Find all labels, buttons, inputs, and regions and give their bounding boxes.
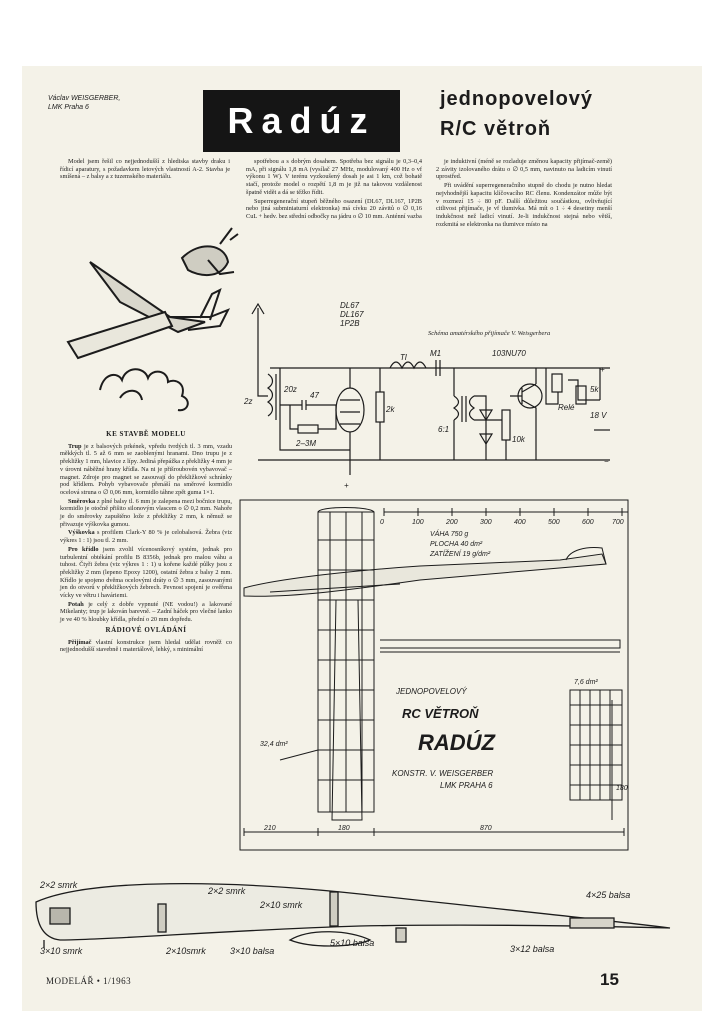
intro-paragraph: Model jsem řešil co nejjednodušší z hled… xyxy=(60,158,230,181)
svg-text:DL67: DL67 xyxy=(340,301,360,310)
smerovka-text: z plné balsy tl. 6 mm je zalepena mezi b… xyxy=(60,497,233,528)
trup-label: Trup xyxy=(68,442,82,450)
column2-paragraph-1: spotřebou a s dobrým dosahem. Spotřeba b… xyxy=(246,158,422,196)
svg-text:+: + xyxy=(600,365,605,374)
svg-text:Relé: Relé xyxy=(558,403,575,412)
trup-text: je z balsových prkének, vpředu tvrdých t… xyxy=(60,442,232,496)
svg-text:20z: 20z xyxy=(283,385,297,394)
scale-700: 700 xyxy=(612,519,624,526)
article-subtitle-line2: R/C větroň xyxy=(440,118,552,140)
svg-text:6:1: 6:1 xyxy=(438,425,449,434)
potah-text: je celý z dobře vypnuté (NE vodou!) a la… xyxy=(60,600,233,624)
dim-wing-area: 32,4 dm² xyxy=(260,741,288,748)
scale-100: 100 xyxy=(412,519,424,526)
schematic-caption: Schéma amatérského přijímače V. Weisgerb… xyxy=(428,330,551,337)
wing-label-7: 3×10 balsa xyxy=(230,946,274,956)
article-intro: Model jsem řešil co nejjednodušší z hled… xyxy=(60,158,230,182)
plan-title-2: RC VĚTROŇ xyxy=(402,706,479,721)
svg-text:2–3M: 2–3M xyxy=(295,439,316,448)
heading-stavba: KE STAVBĚ MODELU xyxy=(106,430,186,438)
spec-loading: ZATÍŽENÍ 19 g/dm² xyxy=(429,549,491,558)
svg-text:+: + xyxy=(344,481,349,490)
author-club: LMK Praha 6 xyxy=(48,104,89,111)
svg-text:DL167: DL167 xyxy=(340,310,364,319)
footer-magazine: MODELÁŘ • 1/1963 xyxy=(46,976,132,986)
plan-title-1: JEDNOPOVELOVÝ xyxy=(395,687,467,696)
article-title: Radúz xyxy=(203,90,400,152)
wing-label-5: 3×10 smrk xyxy=(40,946,83,956)
article-column-2: spotřebou a s dobrým dosahem. Spotřeba b… xyxy=(246,158,422,222)
plan-title-3: RADÚZ xyxy=(418,730,497,755)
svg-text:10k: 10k xyxy=(512,435,526,444)
dim-stab-span: 180 xyxy=(616,785,628,792)
smerovka-label: Směrovka xyxy=(68,497,96,505)
dim-210: 210 xyxy=(263,825,276,832)
wing-label-2: 2×2 smrk xyxy=(207,886,246,896)
prijimac-label: Přijímač xyxy=(68,638,92,646)
article-column-3: je induktivní (méně se rozladuje změnou … xyxy=(436,158,612,229)
article-subtitle-line1: jednopovelový xyxy=(440,88,594,110)
footer-page-number: 15 xyxy=(600,970,619,989)
svg-text:2z: 2z xyxy=(243,397,252,406)
column3-paragraph-2: Při uvádění superregeneračního stupně do… xyxy=(436,182,612,228)
wing-label-6: 2×10smrk xyxy=(165,946,206,956)
wing-label-3: 2×10 smrk xyxy=(259,900,303,910)
column3-paragraph-1: je induktivní (méně se rozladuje změnou … xyxy=(436,158,612,181)
column2-paragraph-2: Superregenerační stupeň běžného osazení … xyxy=(246,197,422,220)
wing-label-9: 3×12 balsa xyxy=(510,944,554,954)
prijimac-text: vlastní konstrukce jsem hledal udělat ro… xyxy=(60,638,232,654)
kridlo-text: jsem zvolil vícenosníkový systém, jednak… xyxy=(60,545,233,600)
dim-870: 870 xyxy=(480,825,492,832)
svg-text:1P2B: 1P2B xyxy=(340,319,360,328)
svg-text:Tl: Tl xyxy=(400,353,407,362)
glider-sketch xyxy=(66,227,239,412)
spec-weight: VÁHA 750 g xyxy=(430,529,468,538)
dim-180: 180 xyxy=(338,825,350,832)
author-name: Václav WEISGERBER, xyxy=(48,95,121,102)
receiver-schematic: DL67 DL167 1P2B 2z 20z 47 2–3M 2k Tl M1 … xyxy=(243,301,610,490)
spec-area: PLOCHA 40 dm² xyxy=(430,541,483,548)
svg-text:2k: 2k xyxy=(385,405,395,414)
scale-200: 200 xyxy=(445,519,458,526)
scale-400: 400 xyxy=(514,519,526,526)
svg-text:47: 47 xyxy=(310,391,319,400)
wing-label-1: 2×2 smrk xyxy=(39,880,78,890)
wing-rib-section: 2×2 smrk 2×2 smrk 2×10 smrk 4×25 balsa 3… xyxy=(35,880,671,956)
dim-stab-area: 7,6 dm² xyxy=(574,679,598,686)
scale-600: 600 xyxy=(582,519,594,526)
wing-label-4: 4×25 balsa xyxy=(586,890,630,900)
svg-text:18 V: 18 V xyxy=(590,411,607,420)
heading-radio: RÁDIOVÉ OVLÁDÁNÍ xyxy=(105,625,187,634)
svg-text:−: − xyxy=(604,457,609,466)
scale-500: 500 xyxy=(548,519,560,526)
vyskovka-label: Výškovka xyxy=(68,529,95,537)
article-column-1: KE STAVBĚ MODELU Trup je z balsových prk… xyxy=(60,428,232,655)
vyskovka-text: s profilem Clark-Y 80 % je celobalsová. … xyxy=(60,529,233,545)
scale-300: 300 xyxy=(480,519,492,526)
svg-text:5k: 5k xyxy=(590,385,599,394)
svg-text:103NU70: 103NU70 xyxy=(492,349,526,358)
svg-text:M1: M1 xyxy=(430,349,441,358)
plan-credit-1: KONSTR. V. WEISGERBER xyxy=(392,769,493,778)
glider-plan-drawing: 0 100 200 300 400 500 600 700 VÁHA 750 g… xyxy=(239,499,629,851)
wing-label-8: 5×10 balsa xyxy=(330,938,374,948)
scale-0: 0 xyxy=(380,519,384,526)
potah-label: Potah xyxy=(68,600,84,608)
kridlo-label: Pro křídlo xyxy=(68,545,99,553)
author-byline: Václav WEISGERBER, LMK Praha 6 xyxy=(48,94,120,112)
plan-credit-2: LMK PRAHA 6 xyxy=(440,781,493,790)
